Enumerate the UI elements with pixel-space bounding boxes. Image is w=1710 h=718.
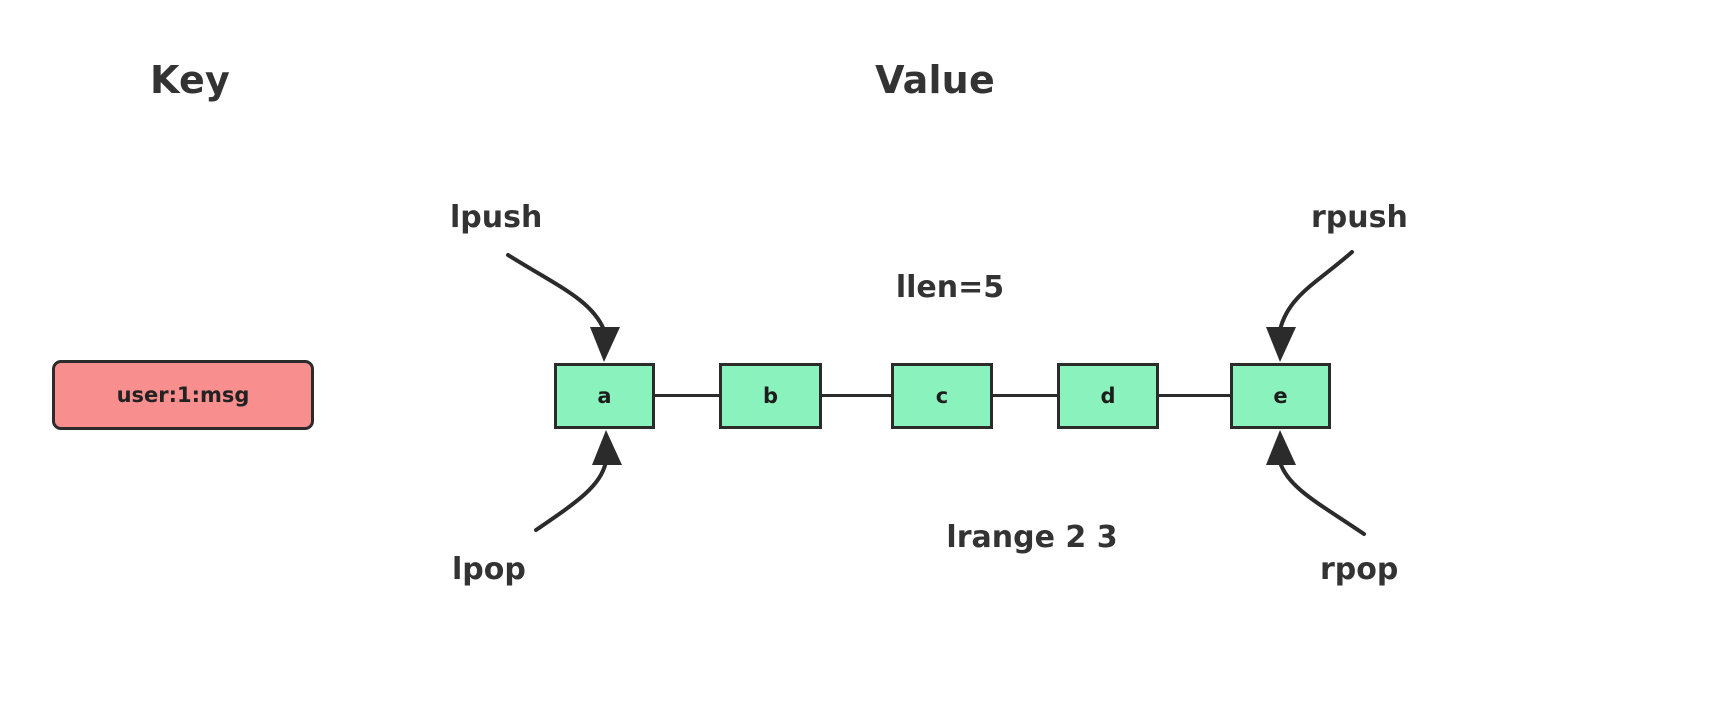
list-node-d: d [1057,363,1159,429]
arrow-rpush [1266,250,1354,362]
link-d-e [1159,394,1230,397]
list-node-e: e [1230,363,1331,429]
operation-label-rpush: rpush [1311,200,1408,235]
operation-label-rpop: rpop [1320,552,1399,587]
arrow-lpop [534,430,622,532]
link-b-c [822,394,891,397]
link-c-d [993,394,1057,397]
list-node-b: b [719,363,822,429]
operation-label-lpush: lpush [450,200,543,235]
list-node-a: a [554,363,655,429]
list-node-c: c [891,363,993,429]
page-title-value: Value [875,58,995,102]
link-a-b [655,394,719,397]
arrow-lpush [506,253,620,362]
page-title-key: Key [150,58,230,102]
arrow-rpop [1266,430,1366,536]
operation-label-lpop: lpop [452,552,526,587]
key-node-user-1-msg: user:1:msg [52,360,314,430]
annotation-lrange: lrange 2 3 [946,520,1118,555]
annotation-llen: llen=5 [895,270,1005,305]
